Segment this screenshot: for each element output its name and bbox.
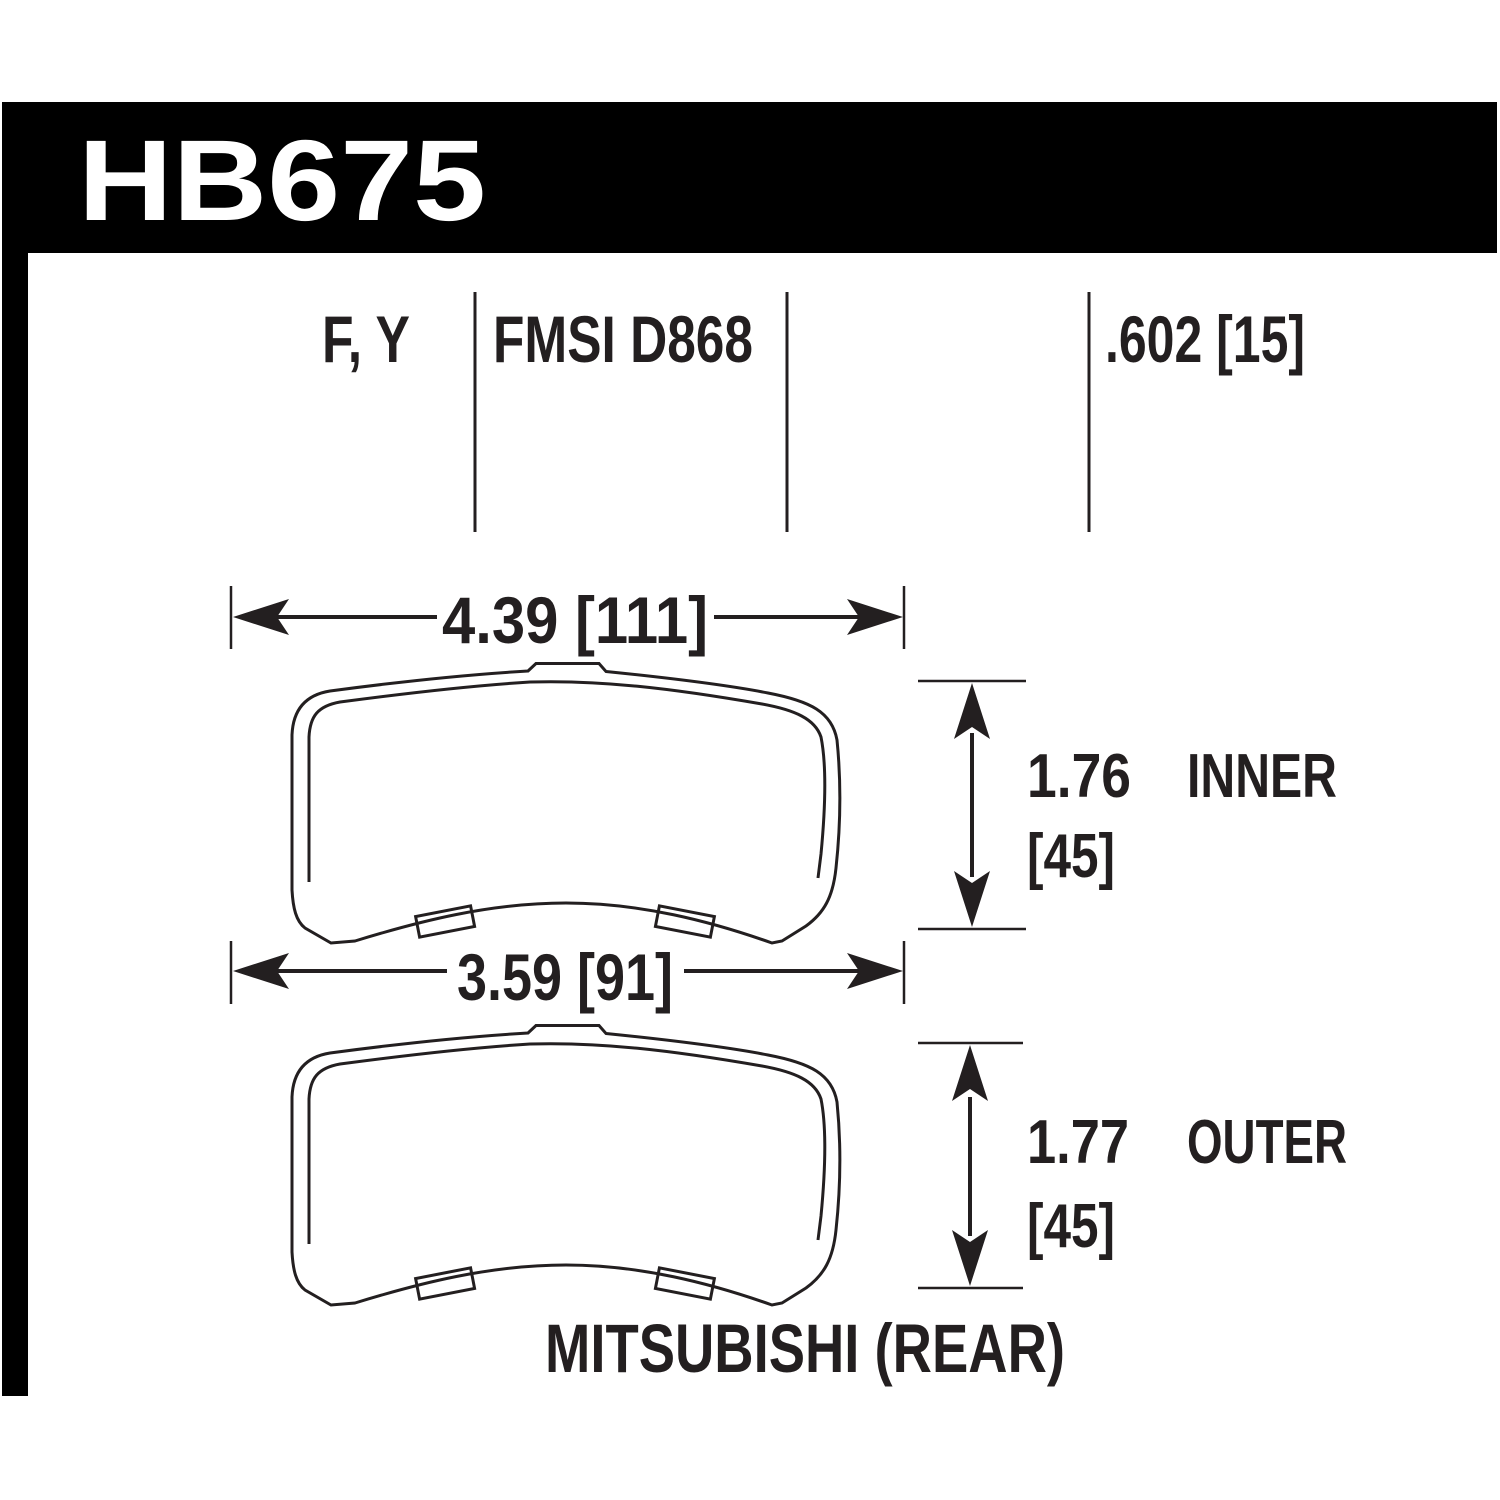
inner-height-inches: 1.76 <box>1027 742 1131 811</box>
arrowhead-up-icon <box>952 1045 988 1101</box>
application-label: MITSUBISHI (REAR) <box>545 1310 1065 1387</box>
overall-width-value: 4.39 [111] <box>442 583 708 657</box>
inner-pad-outline <box>290 662 842 945</box>
outer-pad-outline <box>290 1024 842 1307</box>
arrowhead-right-icon <box>847 599 903 635</box>
outer-height-dimension: 1.77 OUTER [45] <box>918 1041 1347 1290</box>
arrowhead-down-icon <box>952 1230 988 1286</box>
arrowhead-down-icon <box>954 871 990 927</box>
outer-label: OUTER <box>1187 1108 1347 1177</box>
header-bar <box>2 102 1497 253</box>
outer-height-inches: 1.77 <box>1027 1108 1129 1177</box>
inner-height-mm: [45] <box>1027 822 1115 891</box>
pad-bottom-tab-left <box>413 904 477 939</box>
pad-inner-line <box>307 680 827 882</box>
left-edge-strip <box>2 102 28 1396</box>
fmsi-number: FMSI D868 <box>493 302 753 376</box>
arrowhead-left-icon <box>233 953 289 989</box>
pad-bottom-tab-right <box>653 904 717 939</box>
pad-width-dimension: 3.59 [91] <box>229 940 906 1014</box>
pad-silhouette <box>290 662 842 945</box>
arrowhead-right-icon <box>847 953 903 989</box>
compound-codes: F, Y <box>322 302 410 376</box>
arrowhead-left-icon <box>233 599 289 635</box>
pad-thickness: .602 [15] <box>1105 302 1305 376</box>
part-number: HB675 <box>78 117 486 245</box>
pad-width-value: 3.59 [91] <box>457 940 673 1014</box>
inner-label: INNER <box>1187 742 1337 811</box>
outer-height-mm: [45] <box>1027 1192 1115 1261</box>
overall-width-dimension: 4.39 [111] <box>229 583 906 657</box>
inner-height-dimension: 1.76 INNER [45] <box>918 679 1337 931</box>
arrowhead-up-icon <box>954 683 990 739</box>
